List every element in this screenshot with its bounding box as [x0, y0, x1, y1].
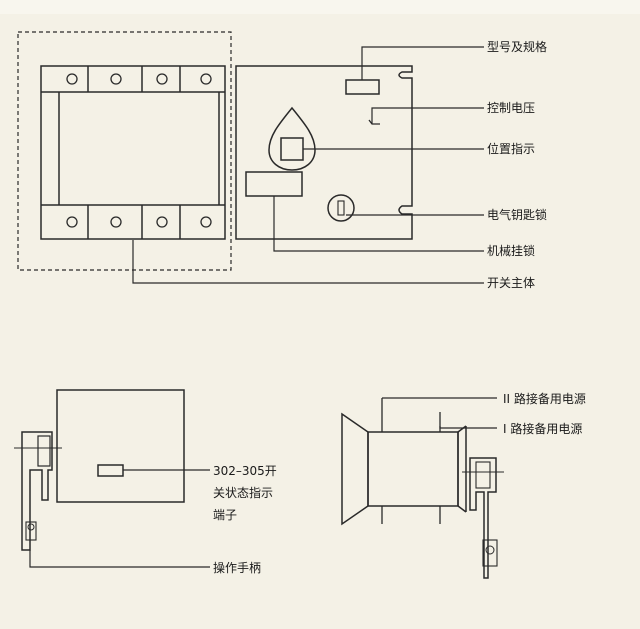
right-unit — [235, 65, 413, 240]
label-terminal-3: 端子 — [213, 508, 237, 522]
left-unit — [40, 65, 226, 240]
model-spec-plate — [345, 79, 380, 95]
status-terminal — [97, 464, 124, 477]
control-voltage-mark — [368, 119, 380, 125]
position-indicator-window — [280, 137, 304, 161]
label-terminal-2: 关状态指示 — [213, 485, 273, 500]
side-body — [56, 389, 185, 503]
mechanical-padlock — [245, 171, 303, 197]
right-handle — [469, 457, 497, 579]
operating-handle — [21, 431, 53, 551]
side-view-right — [341, 397, 504, 579]
right-side-body — [367, 431, 459, 507]
electric-key-lock — [327, 194, 355, 222]
label-source-ii: II 路接备用电源 — [503, 391, 586, 406]
switch-body-outline — [17, 31, 232, 271]
label-source-i: I 路接备用电源 — [503, 421, 582, 436]
label-terminal-1: 302–305开 — [213, 464, 277, 478]
label-model-spec: 型号及规格 — [487, 39, 547, 54]
front-flange — [341, 412, 369, 526]
label-control-voltage: 控制电压 — [487, 101, 535, 115]
label-switch-body: 开关主体 — [487, 276, 535, 290]
position-indicator-drop — [268, 106, 316, 171]
side-view-left — [14, 389, 210, 568]
label-electric-key-lock: 电气钥匙锁 — [487, 207, 547, 222]
top-view — [17, 31, 484, 284]
label-position-indicator: 位置指示 — [487, 141, 535, 156]
label-mechanical-padlock: 机械挂锁 — [487, 243, 535, 258]
label-operating-handle: 操作手柄 — [213, 560, 261, 575]
top-leader-lines — [132, 46, 484, 284]
